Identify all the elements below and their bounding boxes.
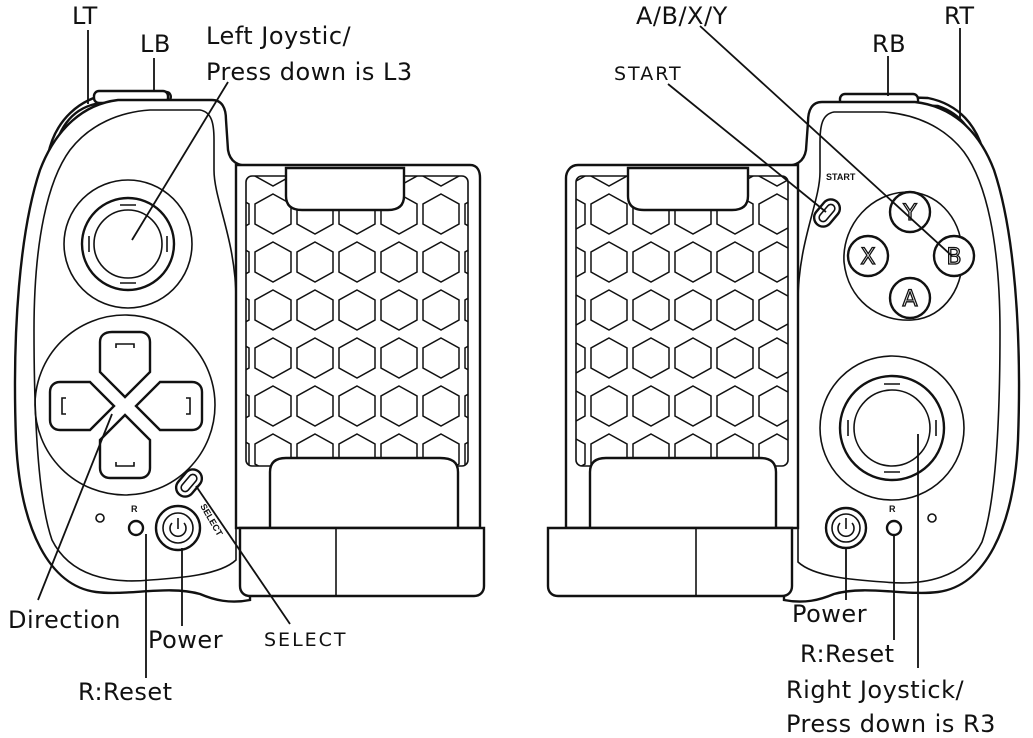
power-icon-left [169, 518, 187, 538]
dpad-up [98, 330, 152, 399]
dpad-left [48, 380, 116, 432]
label-left-joystick-2: Press down is L3 [206, 58, 413, 86]
label-rb: RB [872, 30, 906, 58]
left-reset-button [127, 519, 145, 537]
svg-text:A: A [902, 287, 917, 312]
dpad-down [98, 413, 152, 480]
right-phone-holder [546, 163, 800, 598]
lt-trigger [46, 90, 172, 161]
right-joystick [819, 355, 965, 501]
right-power-button [824, 506, 868, 550]
reset-mark-left: R [131, 504, 138, 514]
dpad-right [134, 380, 204, 432]
power-icon-right [837, 518, 855, 538]
left-grip-inner-contour [33, 109, 237, 582]
right-indicator-dot [927, 513, 937, 523]
label-direction: Direction [8, 606, 121, 634]
right-grip-inner-contour [797, 111, 1001, 584]
x-button: X [846, 234, 890, 278]
label-abxy: A/B/X/Y [636, 2, 728, 30]
label-right-joystick-1: Right Joystick/ [786, 676, 964, 704]
label-lb: LB [140, 30, 171, 58]
left-joystick [63, 179, 193, 309]
label-lt: LT [72, 2, 98, 30]
left-phone-holder [234, 163, 486, 598]
direction-pad [34, 314, 216, 496]
start-mark: START [826, 172, 856, 182]
a-button: A [888, 276, 932, 320]
callout-labels: LT LB Left Joystic/ Press down is L3 A/B… [8, 2, 996, 738]
left-power-button [154, 504, 202, 552]
label-power-right: Power [792, 600, 867, 628]
svg-text:X: X [860, 245, 875, 270]
label-right-joystick-2: Press down is R3 [786, 710, 996, 738]
left-controller-half: SELECT R [13, 89, 486, 603]
reset-mark-right: R [889, 504, 896, 514]
label-power-left: Power [148, 626, 223, 654]
left-indicator-dot [95, 513, 105, 523]
label-reset-left: R:Reset [78, 678, 173, 706]
label-left-joystick-1: Left Joystic/ [206, 22, 352, 50]
y-button: Y [888, 190, 932, 234]
svg-text:B: B [946, 245, 961, 270]
b-button: B [932, 234, 976, 278]
right-controller-half: START Y X B A [546, 92, 1021, 603]
leader-lines [37, 25, 961, 678]
face-buttons: Y X B A [843, 190, 976, 321]
label-reset-right: R:Reset [800, 640, 895, 668]
right-reset-button [885, 519, 903, 537]
label-start: START [614, 63, 683, 85]
label-rt: RT [944, 2, 975, 30]
label-select: SELECT [264, 629, 348, 651]
right-grip-body [782, 100, 1021, 603]
